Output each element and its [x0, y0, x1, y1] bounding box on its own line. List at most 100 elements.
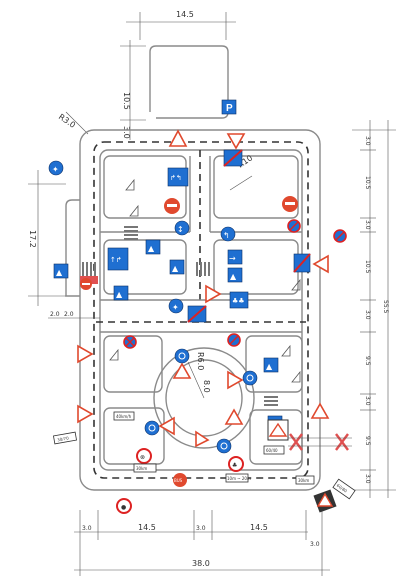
pedestrian-sign: ✦ — [48, 160, 64, 176]
svg-text:▲: ▲ — [172, 264, 179, 273]
left-height-dimension: 17.2 — [28, 170, 66, 306]
crosswalk-top — [124, 226, 138, 240]
prohibition-sign: ♣ — [228, 456, 244, 472]
crosswalk-sign: ▲ — [53, 263, 69, 279]
info-plate: 40km/h — [113, 411, 135, 421]
svg-text:↕: ↕ — [177, 225, 184, 234]
no-parking-sign — [123, 335, 137, 349]
right-dim-4: 3.0 — [364, 310, 371, 320]
warning-triangle — [168, 129, 188, 147]
svg-text:●: ● — [121, 504, 126, 511]
warning-triangle-side — [195, 430, 210, 448]
direction-arrow-sign: → — [227, 249, 243, 265]
corner-radius-label: R3.0 — [57, 112, 77, 130]
svg-text:✦: ✦ — [172, 303, 179, 312]
roundabout-sign — [144, 420, 160, 436]
svg-text:⊗: ⊗ — [140, 454, 145, 461]
crosswalk-center — [196, 262, 210, 276]
lane-direction-sign: ↑↱ — [107, 247, 129, 271]
roundabout-inner — [165, 359, 243, 437]
svg-text:↑↱: ↑↱ — [110, 256, 122, 264]
mandatory-direction-sign: ↰ — [220, 226, 236, 242]
x-mark — [335, 433, 349, 451]
plate-label: 60/40 — [266, 448, 278, 453]
crosswalk-left — [82, 262, 96, 276]
parking-sign-label: P — [226, 103, 233, 114]
corner-marker — [109, 178, 301, 383]
outer-road-edge — [79, 129, 321, 491]
svg-text:♣♣: ♣♣ — [232, 297, 245, 305]
x-mark — [289, 433, 303, 451]
plate-label: 40km/h — [116, 414, 132, 419]
warning-triangle — [224, 408, 244, 425]
warning-triangle-side — [77, 404, 94, 424]
bottom-right-warning-sign — [313, 489, 337, 513]
mandatory-direction-sign: ↕ — [174, 220, 190, 236]
blue-info-sign: ↱↰ — [167, 167, 189, 187]
no-stopping-square-sign — [187, 305, 207, 323]
bottom-total-label: 38.0 — [192, 559, 210, 568]
plate-label: 30/70 — [57, 435, 70, 442]
triangle-warning-plate — [267, 419, 289, 441]
right-dim-5: 9.5 — [364, 356, 371, 366]
prohibition-sign: ⊗ — [136, 448, 152, 464]
plate-label: 10m ~ 20m — [227, 476, 251, 481]
crosswalk-sign: ▲ — [227, 267, 243, 283]
warning-triangle-side — [205, 284, 222, 304]
left-height-label: 17.2 — [28, 230, 37, 248]
svg-text:♣: ♣ — [232, 462, 237, 469]
left-feeder-road — [65, 199, 80, 297]
right-dim-6: 3.0 — [364, 396, 371, 406]
plate-label: 30km — [136, 466, 147, 471]
bicycle-sign: ♣♣ — [229, 291, 249, 309]
block-bottom-right — [245, 335, 303, 393]
block-top-right — [213, 155, 299, 219]
bottom-right-label: 3.0 — [310, 541, 320, 548]
info-plate: 30km — [133, 463, 157, 473]
right-dim-1: 10.5 — [364, 176, 371, 190]
block-bottom-right-2 — [249, 409, 303, 465]
top-height-dimension: 10.5 3.0 — [120, 40, 146, 140]
svg-text:▲: ▲ — [266, 362, 273, 371]
svg-text:↱↰: ↱↰ — [170, 174, 182, 182]
no-stopping-square-sign — [223, 149, 243, 167]
no-parking-sign — [333, 229, 347, 243]
block-mid-left — [103, 239, 187, 295]
roundabout-sign — [216, 438, 232, 454]
parking-sign: P — [221, 99, 237, 115]
roundabout-sign — [174, 348, 190, 364]
right-dimension-stack: 3.0 10.5 3.0 10.5 3.0 9.5 3.0 9.5 3.0 55… — [352, 120, 396, 498]
roundabout-inner-label: 8.0 — [202, 380, 211, 393]
svg-text:↰: ↰ — [223, 231, 230, 240]
plate-label: 60/80 — [336, 483, 349, 494]
bus-stop-sign: BUS — [173, 473, 187, 487]
bottom-part-1: 14.5 — [138, 523, 156, 532]
inner-road-edge — [99, 149, 303, 471]
crosswalk-sign: ▲ — [169, 259, 185, 275]
svg-text:▲: ▲ — [116, 290, 123, 299]
prohibition-sign: ● — [116, 498, 132, 514]
top-parking-bay — [149, 45, 229, 119]
no-entry-sign — [282, 196, 298, 212]
top-offset-label: 3.0 — [122, 126, 131, 139]
no-stopping-square-sign — [293, 253, 311, 273]
warning-triangle-side — [227, 370, 244, 390]
right-total-label: 55.5 — [382, 300, 389, 314]
info-plate: 30km — [295, 475, 315, 485]
info-plate: 10m ~ 20m — [225, 473, 251, 483]
no-parking-sign — [287, 219, 301, 233]
roundabout-radius-label: R6.0 — [196, 352, 205, 370]
outer-lane-line — [93, 141, 309, 479]
svg-text:✦: ✦ — [52, 165, 59, 174]
crosswalk-sign: ▲ — [263, 357, 279, 373]
svg-text:▲: ▲ — [230, 272, 237, 281]
info-plate: 60/80 — [332, 478, 356, 500]
bottom-part-3: 14.5 — [250, 523, 268, 532]
bottom-dimension: 3.0 14.5 3.0 14.5 3.0 38.0 — [74, 510, 330, 576]
pedestrian-sign: ✦ — [168, 298, 184, 314]
info-plate: 30/70 — [53, 431, 77, 445]
right-dim-7: 9.5 — [364, 436, 371, 446]
bottom-part-0: 3.0 — [82, 525, 92, 532]
no-parking-sign — [227, 333, 241, 347]
